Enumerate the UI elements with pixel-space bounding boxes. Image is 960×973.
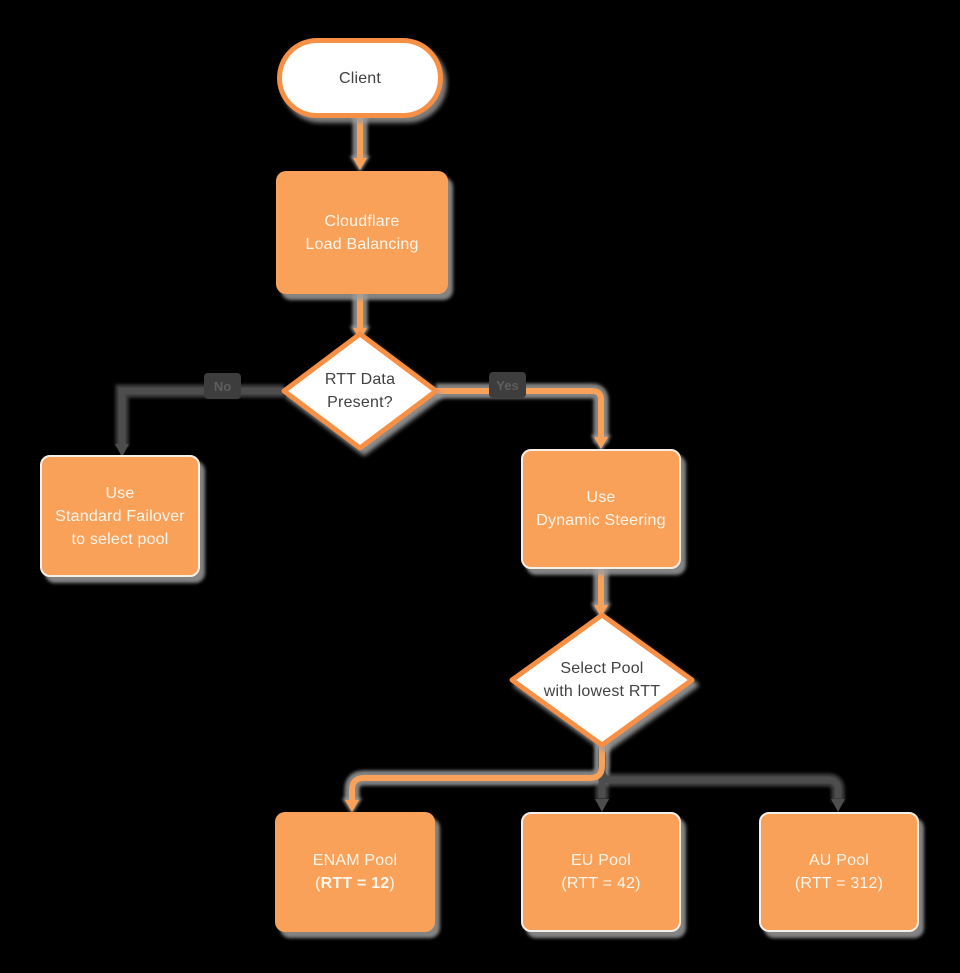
node-enam-pool-line2: (RTT = 12)	[315, 872, 395, 895]
node-standard-failover: Use Standard Failover to select pool	[40, 455, 200, 577]
decision-diamond-select-pool	[509, 612, 695, 748]
node-enam-pool-paren-open: (	[315, 875, 321, 892]
edge-select-au	[598, 745, 842, 798]
node-enam-pool-paren-close: )	[389, 875, 395, 892]
arrowhead-into-select	[594, 605, 608, 617]
node-enam-pool: ENAM Pool (RTT = 12)	[275, 812, 435, 932]
node-standard-failover-line2: Standard Failover	[55, 507, 185, 525]
arrowhead-into-eu	[595, 799, 609, 812]
orange-connectors	[349, 116, 605, 800]
arrowhead-into-enam	[345, 800, 359, 812]
edge-label-no: No	[204, 373, 241, 399]
node-au-pool-line2: (RTT = 312)	[794, 875, 884, 892]
node-client: Client	[277, 38, 443, 118]
orange-arrowheads	[345, 158, 608, 812]
edge-label-no-text: No	[213, 378, 232, 394]
node-rtt-decision-text: RTT Data Present?	[285, 363, 435, 419]
edge-yes-branch	[436, 388, 604, 437]
node-au-pool-line1: AU Pool	[808, 852, 870, 869]
gray-connectors	[118, 387, 842, 798]
node-enam-pool-rtt-value: RTT = 12	[320, 875, 390, 892]
node-eu-pool-line1: EU Pool	[570, 852, 632, 869]
node-load-balancer: Cloudflare Load Balancing	[276, 171, 448, 294]
node-eu-pool-line2: (RTT = 42)	[561, 875, 641, 892]
gray-arrowheads	[115, 444, 845, 812]
edge-label-yes-text: Yes	[496, 377, 519, 393]
gray-connector-shadows	[115, 384, 845, 802]
node-select-pool-line2: with lowest RTT	[543, 683, 661, 700]
edge-no-branch	[118, 387, 284, 444]
arrowhead-into-lb	[353, 158, 367, 170]
arrowhead-into-failover	[115, 444, 129, 457]
arrowhead-into-au	[831, 799, 845, 812]
node-au-pool: AU Pool (RTT = 312)	[759, 812, 919, 932]
edge-label-yes: Yes	[489, 372, 526, 398]
edge-select-enam	[349, 743, 605, 800]
decision-diamond-rtt-data	[281, 331, 439, 451]
node-rtt-decision-line2: Present?	[327, 394, 393, 411]
node-dynamic-steering: Use Dynamic Steering	[521, 449, 681, 569]
node-load-balancer-line2: Load Balancing	[305, 235, 419, 253]
edge-shadow-select-au	[595, 745, 845, 802]
node-enam-pool-line1: ENAM Pool	[312, 852, 398, 869]
node-standard-failover-line1: Use	[105, 484, 135, 502]
edge-shadow-no	[115, 384, 284, 447]
edge-shadow-select-enam	[344, 743, 610, 803]
node-select-pool-text: Select Pool with lowest RTT	[512, 652, 692, 708]
node-select-pool-line1: Select Pool	[560, 660, 644, 677]
node-client-label: Client	[338, 69, 382, 87]
node-standard-failover-line3: to select pool	[71, 530, 169, 548]
arrowhead-into-dynamic	[594, 437, 608, 449]
node-rtt-decision-line1: RTT Data	[324, 371, 396, 388]
node-load-balancer-line1: Cloudflare	[324, 212, 400, 230]
node-dynamic-steering-line1: Use	[586, 489, 616, 506]
node-dynamic-steering-line2: Dynamic Steering	[536, 512, 666, 529]
edge-shadow-yes	[436, 383, 609, 443]
node-eu-pool: EU Pool (RTT = 42)	[521, 812, 681, 932]
